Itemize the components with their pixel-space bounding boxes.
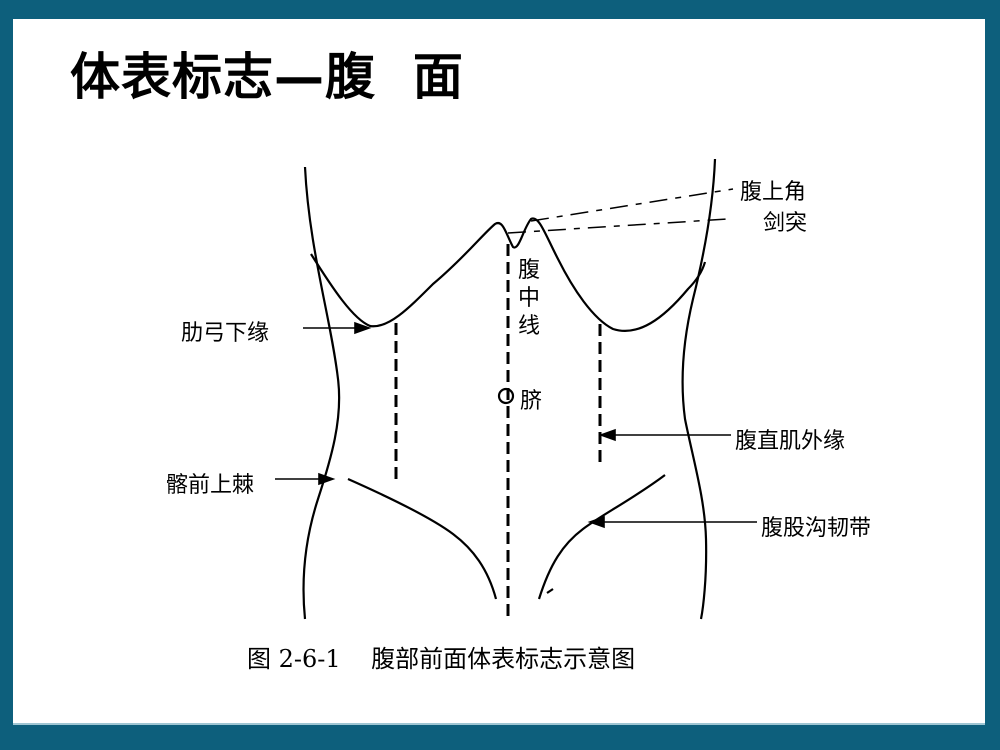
left-body-outline: [302, 166, 341, 620]
right-body-outline: [681, 158, 717, 620]
abdomen-diagram: [275, 158, 757, 620]
label-xiphoid: 剑突: [763, 211, 808, 236]
label-linea-alba-2: 中: [518, 286, 541, 311]
label-linea-alba: 腹 中 线: [518, 257, 542, 341]
label-upper-abdominal-angle: 腹上角: [740, 180, 807, 205]
slide-title: 体表标志—腹 面: [70, 48, 464, 106]
left-inguinal-ligament: [347, 477, 498, 600]
label-umbilicus: 脐: [520, 389, 543, 414]
label-linea-alba-3: 线: [518, 314, 541, 339]
figure-caption: 图 2-6-1 腹部前面体表标志示意图: [247, 645, 636, 673]
label-asis: 髂前上棘: [166, 473, 255, 498]
costal-arch: [310, 217, 707, 332]
slide: 体表标志—腹 面: [13, 19, 985, 723]
right-inguinal-ligament: [537, 474, 666, 600]
label-costal-margin: 肋弓下缘: [181, 321, 270, 346]
label-inguinal-ligament: 腹股沟韧带: [761, 516, 872, 541]
umbilicus-icon: [497, 387, 515, 405]
label-rectus-lateral-border: 腹直肌外缘: [735, 429, 846, 454]
label-linea-alba-1: 腹: [518, 258, 541, 283]
